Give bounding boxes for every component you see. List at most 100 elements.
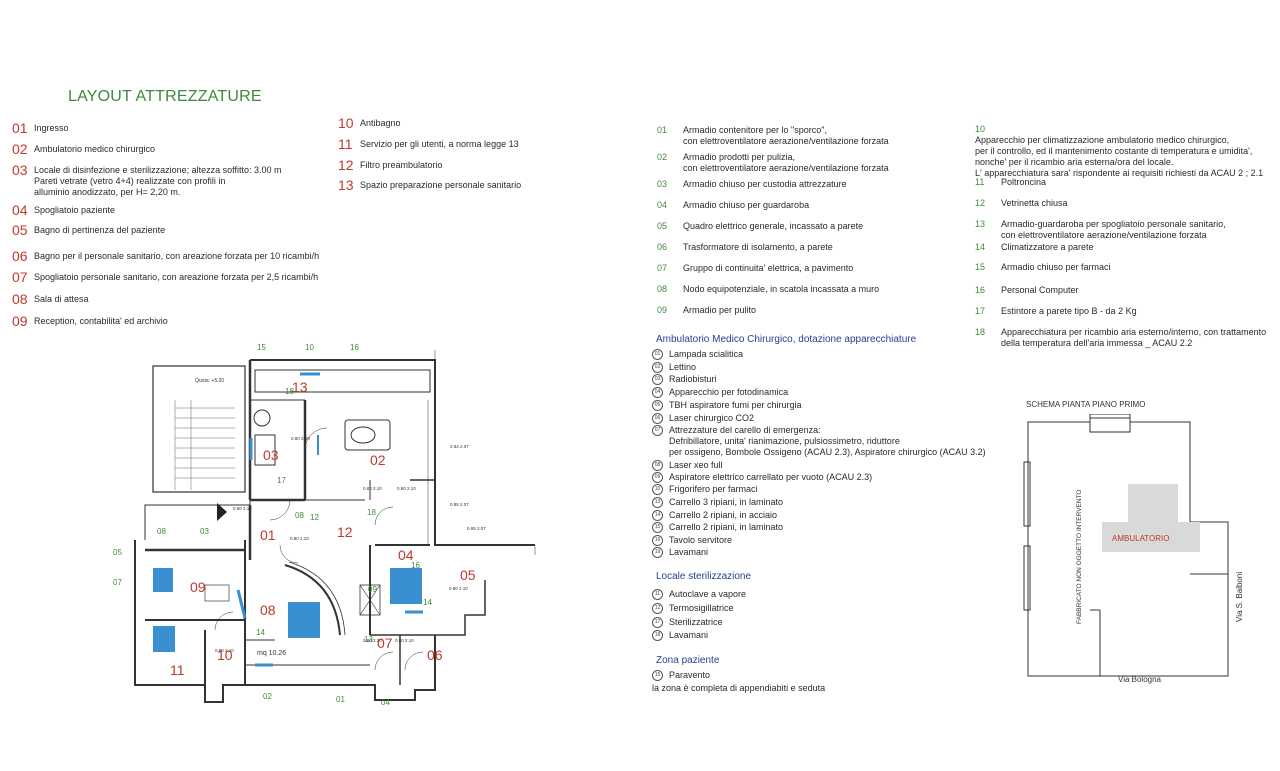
- equipment-text: Armadio chiuso per farmaci: [1001, 262, 1111, 272]
- plan-equipment-tag: 16: [411, 561, 420, 570]
- plan-door-label: 0.80 2.10: [395, 638, 414, 643]
- ambulatorio-text: Aspiratore elettrico carrellato per vuot…: [669, 472, 873, 482]
- plan-equipment-tag: 08: [295, 511, 304, 520]
- room-legend-number: 03: [12, 162, 28, 178]
- ambulatorio-text: Laser xeo full: [669, 460, 723, 470]
- area-label: mq 10.26: [257, 650, 286, 657]
- plan-equipment-tag: 13: [364, 635, 373, 644]
- equipment-text: Climatizzatore a parete: [1001, 242, 1094, 252]
- plan-equipment-tag: 18: [285, 387, 294, 396]
- room-legend-number: 11: [338, 136, 353, 152]
- quota-label: Quota: +5.20: [195, 378, 224, 384]
- room-legend-item: 08 Sala di attesa: [12, 292, 89, 306]
- room-legend-number: 06: [12, 248, 28, 264]
- room-legend-number: 10: [338, 115, 354, 131]
- paziente-section-title: Zona paziente: [656, 655, 720, 666]
- ambulatorio-number: 05: [652, 400, 663, 411]
- ambulatorio-item: 03 Radiobisturi: [652, 374, 717, 385]
- sterilizzazione-text: Lavamani: [669, 630, 709, 640]
- ambulatorio-label: AMBULATORIO: [1112, 534, 1170, 543]
- equipment-text: Trasformatore di isolamento, a parete: [683, 242, 833, 252]
- equipment-number: 02: [657, 152, 668, 162]
- room-legend-text: Filtro preambulatorio: [360, 160, 443, 170]
- equipment-number: 09: [657, 305, 668, 315]
- reception-desk: [204, 584, 230, 602]
- plan-room-number: 01: [260, 527, 276, 543]
- ambulatorio-number: 10: [652, 484, 663, 495]
- ambulatorio-text: Frigorifero per farmaci: [669, 484, 758, 494]
- equipment-number: 11: [975, 177, 985, 187]
- room-legend-number: 01: [12, 120, 28, 136]
- equipment-number: 17: [975, 306, 986, 316]
- ambulatorio-text: Carrello 2 ripiani, in laminato: [669, 522, 784, 532]
- plan-equipment-tag: 16: [350, 343, 359, 352]
- ambulatorio-number: 02: [652, 362, 663, 373]
- ambulatorio-number: 06: [652, 413, 663, 424]
- plan-equipment-tag: 14: [256, 628, 265, 637]
- ambulatorio-number: 19: [652, 547, 663, 558]
- equipment-number: 08: [657, 284, 668, 294]
- equipment-item: 06 Trasformatore di isolamento, a parete: [657, 242, 833, 253]
- equipment-text: Personal Computer: [1001, 285, 1079, 295]
- equipment-text: Gruppo di continuita' elettrica, a pavim…: [683, 263, 854, 273]
- sterilizzazione-text: Autoclave a vapore: [669, 589, 747, 599]
- plan-door-label: 0.80 2.10: [215, 648, 234, 653]
- waiting-equipment: [288, 602, 320, 638]
- equipment-item: 10Apparecchio per climatizzazione ambula…: [975, 124, 1280, 179]
- ambulatorio-text: Laser chirurgico CO2: [669, 413, 755, 423]
- ambulatorio-text: Radiobisturi: [669, 374, 717, 384]
- ambulatorio-number: 15: [652, 522, 663, 533]
- room-legend-text: Servizio per gli utenti, a norma legge 1…: [360, 139, 519, 149]
- schema-plan: AMBULATORIO FABBRICATO NON OGGETTO INTER…: [1023, 414, 1244, 684]
- equipment-text: Nodo equipotenziale, in scatola incassat…: [683, 284, 880, 294]
- room-legend-text: Sala di attesa: [34, 294, 89, 304]
- plan-equipment-tag: 15: [257, 343, 266, 352]
- equipment-number: 01: [657, 125, 668, 135]
- plan-room-number: 10: [217, 647, 233, 663]
- equipment-text: Apparecchiatura per ricambio aria estern…: [1001, 327, 1267, 348]
- room-legend-number: 09: [12, 313, 28, 329]
- equipment-number: 18: [975, 327, 986, 337]
- plan-door-label: 0.80 2.10: [290, 536, 309, 541]
- plan-door-label: 0.80 2.10: [363, 638, 382, 643]
- plan-equipment-tag: 10: [305, 343, 314, 352]
- plan-room-number: 03: [263, 447, 279, 463]
- room-legend-number: 08: [12, 291, 28, 307]
- ambulatorio-text: Carrello 3 ripiani, in laminato: [669, 497, 784, 507]
- room-legend-number: 13: [338, 177, 354, 193]
- ambulatorio-number: 03: [652, 374, 663, 385]
- equipment-text: Estintore a parete tipo B - da 2 Kg: [1001, 306, 1137, 316]
- plan-door-label: 0.80 2.10: [363, 486, 382, 491]
- plan-room-number: 13: [292, 379, 308, 395]
- plan-room-number: 06: [427, 647, 443, 663]
- room-legend-number: 02: [12, 141, 28, 157]
- equipment-text: Armadio chiuso per custodia attrezzature: [683, 179, 847, 189]
- plan-room-number: 12: [337, 524, 353, 540]
- ambulatorio-item: 15 Carrello 2 ripiani, in laminato: [652, 522, 783, 533]
- plan-room-number: 09: [190, 579, 206, 595]
- paziente-note: la zona è completa di appendiabiti e sed…: [652, 683, 826, 693]
- equipment-number: 06: [657, 242, 668, 252]
- plan-height-label: 2.84 2.07: [450, 444, 469, 449]
- ambulatorio-section-title: Ambulatorio Medico Chirurgico, dotazione…: [656, 334, 917, 345]
- schema-title: SCHEMA PIANTA PIANO PRIMO: [1026, 400, 1146, 409]
